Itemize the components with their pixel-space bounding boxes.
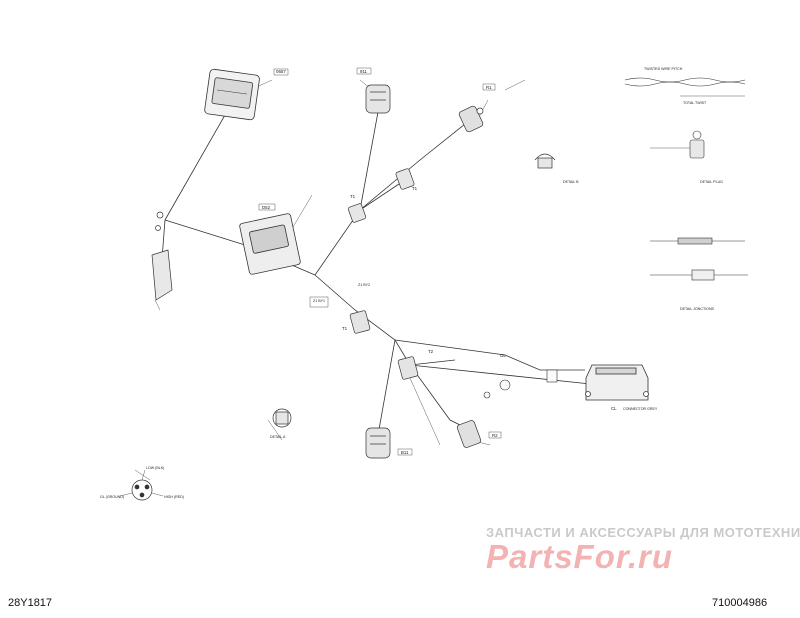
cluster-connector (585, 364, 649, 401)
watermark-logo: PartsFor.ru (486, 538, 674, 575)
twisted-wire-detail (624, 77, 746, 97)
label-detail-junctions: DETAIL JONCTIONS (680, 307, 715, 311)
label-box-t1a: T1 (412, 186, 418, 191)
lower-connectors (349, 310, 419, 380)
instrument-module (204, 68, 260, 121)
trunk-t2-branch (409, 359, 456, 366)
watermark-tagline: ЗАПЧАСТИ И АКСЕССУАРЫ ДЛЯ МОТОТЕХНИКИ (486, 525, 800, 540)
label-high: HIGH (RED) (164, 495, 184, 499)
left-connector (151, 211, 173, 301)
turn-light-top-connector (458, 105, 484, 133)
label-connector-grey: CONNECTOR GREY (623, 407, 658, 411)
harness-trunks (134, 79, 601, 481)
trunk-lower (314, 274, 471, 431)
trunk-bottom (409, 364, 601, 386)
inline-components (483, 369, 558, 399)
label-box-hl: 911 (360, 69, 368, 74)
label-box-ecu: D52 (262, 205, 271, 210)
leader-lines (134, 79, 526, 481)
trunk-headlight-left (359, 111, 379, 211)
label-box-tl: R1 (486, 85, 492, 90)
label-box-gl: GL (500, 353, 506, 358)
trunk-cluster (394, 339, 585, 371)
detail-junctions-drawing (650, 237, 748, 281)
center-connector-top (347, 168, 415, 223)
label-box-cl: CL (611, 406, 617, 411)
turn-light-bottom-connector (456, 420, 482, 448)
label-box-t2: T2 (428, 349, 434, 354)
label-box-t1b: T1 (350, 194, 356, 199)
detail-b-drawing (534, 153, 556, 169)
label-box-tr: R2 (492, 433, 498, 438)
headlight-left-connector (365, 84, 391, 114)
headlight-right-connector (365, 427, 391, 459)
label-box-instr: 0657 (276, 69, 286, 74)
label-detail-a: DETAIL A (270, 435, 286, 439)
detail-a-drawing (272, 408, 292, 428)
label-splice2: Z1 BY2 (358, 283, 370, 287)
label-ground: GL (GROUND) (100, 495, 124, 499)
label-splice1: Z1 BY1 (313, 299, 325, 303)
plug-symbol (119, 469, 164, 501)
main-trunk (164, 119, 471, 276)
trunk-instr (164, 114, 226, 221)
drawing-code-left: 28Y1817 (8, 597, 53, 609)
detail-plug-drawing (650, 130, 705, 159)
ecu-module (239, 213, 301, 275)
drawing-code-right: 710004986 (712, 597, 768, 609)
label-low: LOW (BLK) (146, 466, 164, 470)
trunk-lower-left (377, 339, 396, 436)
label-box-hr: B11 (401, 450, 409, 455)
trunk-t-branch (359, 179, 406, 211)
label-detail-plug: DETAIL PLUG (700, 180, 723, 184)
label-box-t1c: T1 (342, 326, 348, 331)
label-total-twist: TOTAL TWIST (683, 101, 707, 105)
label-detail-b: DETAIL B (563, 180, 579, 184)
label-twisted: TWISTED WIRE PITCH (644, 67, 683, 71)
